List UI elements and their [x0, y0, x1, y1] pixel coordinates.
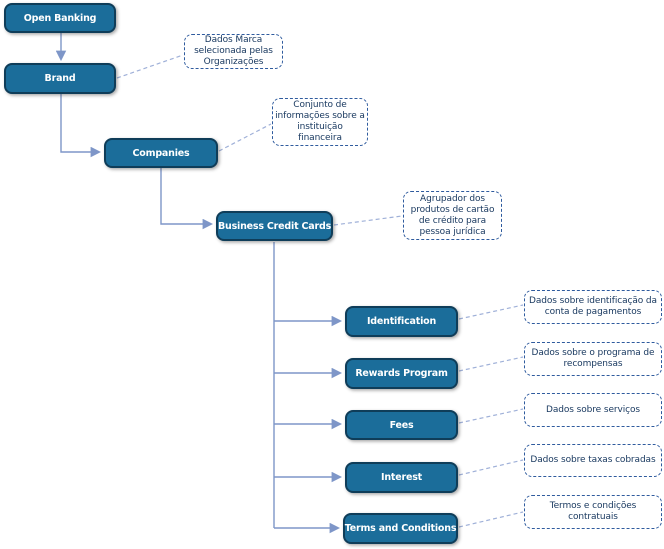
node-rewards-program[interactable]: Rewards Program — [345, 358, 458, 389]
dashed-connector-brand — [116, 54, 184, 79]
node-brand[interactable]: Brand — [4, 63, 116, 94]
annotation-interest: Dados sobre taxas cobradas — [524, 444, 662, 477]
node-interest-label: Interest — [380, 472, 422, 483]
annotation-companies: Conjunto de informações sobre a institui… — [272, 98, 368, 146]
node-open-banking[interactable]: Open Banking — [4, 3, 116, 33]
dashed-connector-identification — [458, 304, 524, 320]
dashed-connector-fees — [458, 408, 524, 424]
annotation-terms-and-conditions-text: Termos e condições contratuais — [549, 501, 637, 522]
node-companies-label: Companies — [132, 147, 190, 159]
annotation-brand-text: Dados Marca selecionada pelas Organizaçõ… — [194, 35, 273, 67]
node-business-credit-cards-label: Business Credit Cards — [217, 220, 332, 232]
annotation-interest-text: Dados sobre taxas cobradas — [530, 455, 656, 465]
node-terms-and-conditions[interactable]: Terms and Conditions — [343, 513, 458, 544]
node-interest[interactable]: Interest — [345, 462, 458, 493]
node-companies[interactable]: Companies — [104, 138, 218, 168]
annotation-rewards-program: Dados sobre o programa de recompensas — [524, 342, 662, 376]
connector-brand-companies — [60, 94, 102, 158]
annotation-terms-and-conditions: Termos e condições contratuais — [524, 495, 662, 529]
node-brand-label: Brand — [44, 73, 76, 84]
annotation-business-credit-cards-text: Agrupador dos produtos de cartão de créd… — [410, 193, 495, 237]
annotation-identification-text: Dados sobre identificação da conta de pa… — [529, 296, 657, 317]
annotation-brand: Dados Marca selecionada pelas Organizaçõ… — [184, 34, 283, 69]
node-fees-label: Fees — [389, 419, 414, 431]
node-rewards-program-label: Rewards Program — [355, 368, 448, 379]
node-business-credit-cards[interactable]: Business Credit Cards — [216, 211, 333, 241]
node-open-banking-label: Open Banking — [23, 12, 97, 24]
dashed-connector-interest — [458, 459, 524, 476]
annotation-business-credit-cards: Agrupador dos produtos de cartão de créd… — [403, 191, 502, 240]
node-identification-label: Identification — [366, 316, 437, 327]
annotation-identification: Dados sobre identificação da conta de pa… — [524, 290, 662, 324]
node-terms-and-conditions-label: Terms and Conditions — [344, 523, 457, 534]
node-fees[interactable]: Fees — [345, 410, 458, 440]
dashed-connector-terms — [458, 511, 524, 528]
annotation-companies-text: Conjunto de informações sobre a institui… — [275, 100, 365, 143]
dashed-connector-rewards — [458, 356, 524, 372]
dashed-connector-companies — [218, 123, 272, 152]
node-identification[interactable]: Identification — [345, 306, 458, 337]
annotation-fees-text: Dados sobre serviços — [546, 404, 640, 415]
connector-companies-bcc — [160, 168, 214, 230]
dashed-connector-bcc — [333, 215, 403, 226]
annotation-fees: Dados sobre serviços — [524, 393, 662, 427]
annotation-rewards-program-text: Dados sobre o programa de recompensas — [531, 348, 655, 369]
